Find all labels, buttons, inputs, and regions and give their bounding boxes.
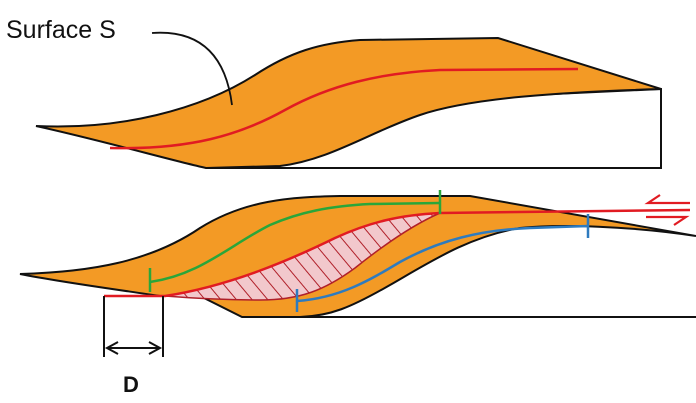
bottom-panel	[20, 190, 696, 357]
distance-d-label: D	[123, 372, 139, 398]
top-panel	[36, 33, 661, 168]
motion-arrow-lower	[646, 217, 686, 225]
motion-arrow-upper	[648, 195, 690, 203]
surface-s-label: Surface S	[6, 16, 116, 45]
